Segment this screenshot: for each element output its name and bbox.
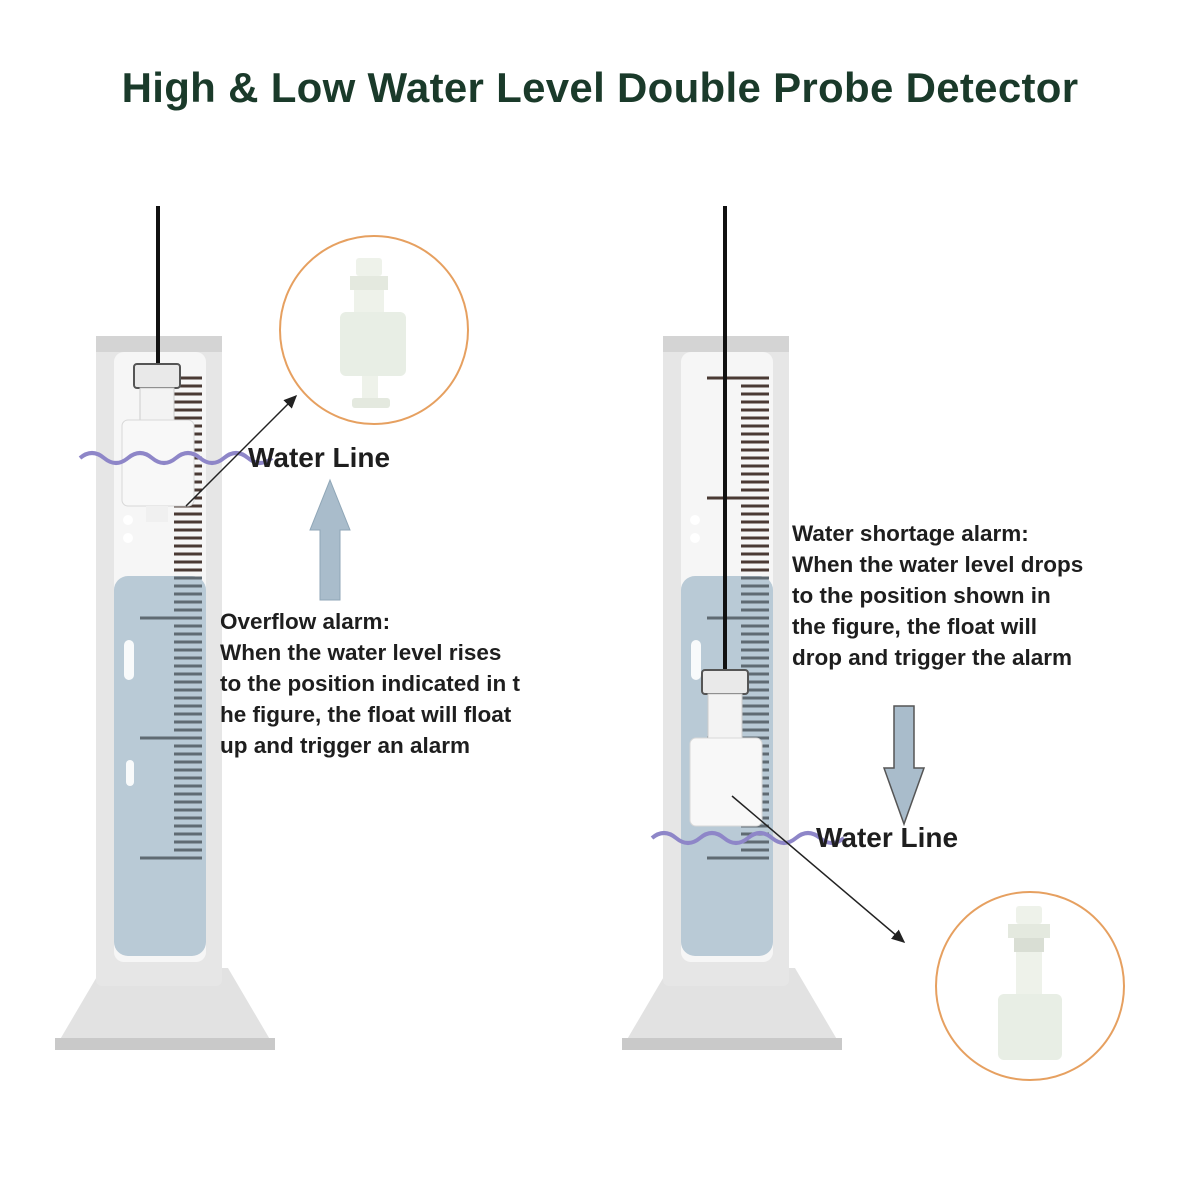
water-shortage-alarm-description: Water shortage alarm: When the water lev… <box>792 518 1083 673</box>
right-hex-nut <box>701 669 749 695</box>
description-line: drop and trigger the alarm <box>792 645 1073 670</box>
left-water-body <box>114 576 206 956</box>
left-scale-ticks <box>140 376 202 860</box>
description-line: When the water level rises <box>220 640 502 665</box>
description-line: Water shortage alarm: <box>792 521 1029 546</box>
right-measuring-cylinder <box>622 206 906 1050</box>
right-float <box>689 737 763 827</box>
description-line: to the position shown in <box>792 583 1051 608</box>
left-water-line-label: Water Line <box>248 442 391 473</box>
left-water-line-wave <box>78 451 274 465</box>
right-water-line-wave <box>650 831 846 845</box>
overflow-alarm-description: Overflow alarm: When the water level ris… <box>220 606 520 761</box>
description-line: When the water level drops <box>792 552 1084 577</box>
description-line: Overflow alarm: <box>220 609 391 634</box>
description-line: the figure, the float will <box>792 614 1038 639</box>
left-hex-nut <box>133 363 181 389</box>
arrow-up-icon <box>309 478 351 601</box>
left-measuring-cylinder <box>55 206 298 1050</box>
right-float-callout <box>935 891 1125 1081</box>
left-float-callout <box>279 235 469 425</box>
description-line: he figure, the float will float <box>220 702 512 727</box>
page-title: High & Low Water Level Double Probe Dete… <box>121 64 1079 111</box>
description-line: up and trigger an alarm <box>220 733 471 758</box>
right-water-line-label: Water Line <box>816 822 959 853</box>
arrow-down-icon <box>882 705 926 827</box>
description-line: to the position indicated in t <box>220 671 520 696</box>
